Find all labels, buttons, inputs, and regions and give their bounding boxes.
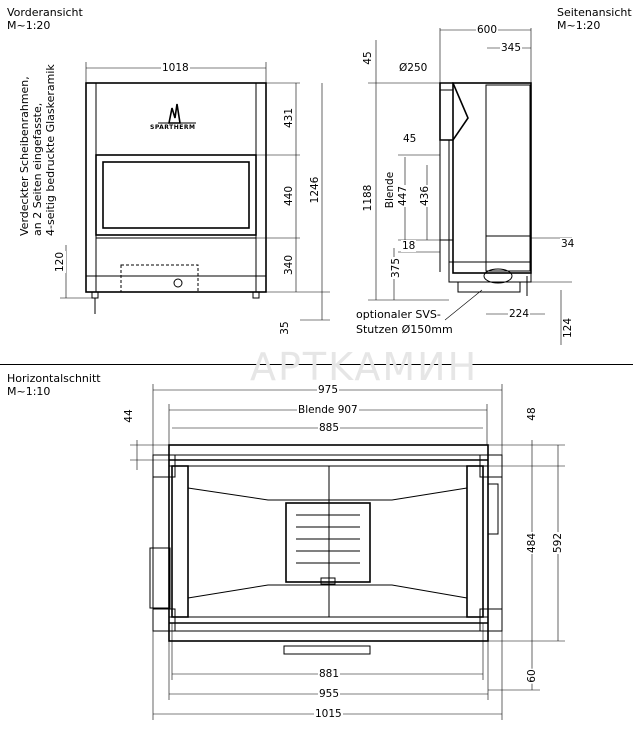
section-dim-60: 60	[526, 668, 538, 684]
watermark: APTKAMИН	[250, 345, 479, 389]
section-dim-592: 592	[552, 531, 564, 555]
front-view-scale: M~1:20	[7, 19, 51, 32]
section-dim-881: 881	[318, 668, 341, 680]
front-dim-glass: 440	[283, 184, 295, 208]
section-dim-885: 885	[318, 422, 341, 434]
front-note-line-3: 4-seitig bedruckte Glaskeramik	[44, 64, 57, 236]
front-view-dimension-lines	[60, 62, 330, 321]
side-note-line-2: Stutzen Ø150mm	[356, 323, 453, 336]
side-dim-flue: Ø250	[398, 62, 429, 74]
side-dim-depth: 600	[476, 24, 499, 36]
side-view-scale: M~1:20	[557, 19, 601, 32]
front-note-line-2: an 2 Seiten eingefasste,	[31, 102, 44, 236]
side-dim-height: 1188	[362, 183, 374, 213]
side-dim-top: 45	[362, 50, 374, 66]
side-dim-rear: 345	[500, 42, 523, 54]
section-dim-955: 955	[318, 688, 341, 700]
front-view-drawing	[85, 82, 267, 314]
side-dim-124: 124	[562, 316, 574, 340]
front-view-title: Vorderansicht	[7, 6, 83, 19]
side-dim-34: 34	[560, 238, 576, 250]
front-dim-upper: 431	[283, 106, 295, 130]
section-dim-blende: Blende 907	[297, 404, 359, 416]
section-dim-1015: 1015	[314, 708, 343, 720]
front-dim-bottom: 120	[54, 250, 66, 274]
side-dim-436: 436	[419, 184, 431, 208]
front-dim-feet: 35	[279, 320, 291, 336]
front-dim-total: 1246	[309, 175, 321, 205]
side-dim-blende-label: Blende	[384, 170, 396, 210]
section-view-title: Horizontalschnitt	[7, 372, 101, 385]
section-dim-44: 44	[123, 408, 135, 424]
section-view-scale: M~1:10	[7, 385, 51, 398]
side-dim-angle: 45	[402, 133, 418, 145]
section-view-drawing	[149, 444, 503, 655]
section-view-dimension-lines	[130, 384, 565, 720]
spartherm-logo: SPARTHERM	[150, 124, 196, 131]
section-dim-484: 484	[526, 531, 538, 555]
side-dim-375: 375	[390, 256, 402, 280]
side-dim-447: 447	[397, 184, 409, 208]
side-view-drawing	[439, 82, 532, 296]
front-dim-lower: 340	[283, 253, 295, 277]
side-dim-224: 224	[508, 308, 531, 320]
front-dim-width: 1018	[161, 62, 190, 74]
side-view-title: Seitenansicht	[557, 6, 632, 19]
section-dim-975: 975	[317, 384, 340, 396]
side-dim-18: 18	[401, 240, 417, 252]
section-dim-48: 48	[526, 406, 538, 422]
front-note-line-1: Verdeckter Scheibenrahmen,	[18, 76, 31, 236]
side-note-line-1: optionaler SVS-	[356, 308, 441, 321]
